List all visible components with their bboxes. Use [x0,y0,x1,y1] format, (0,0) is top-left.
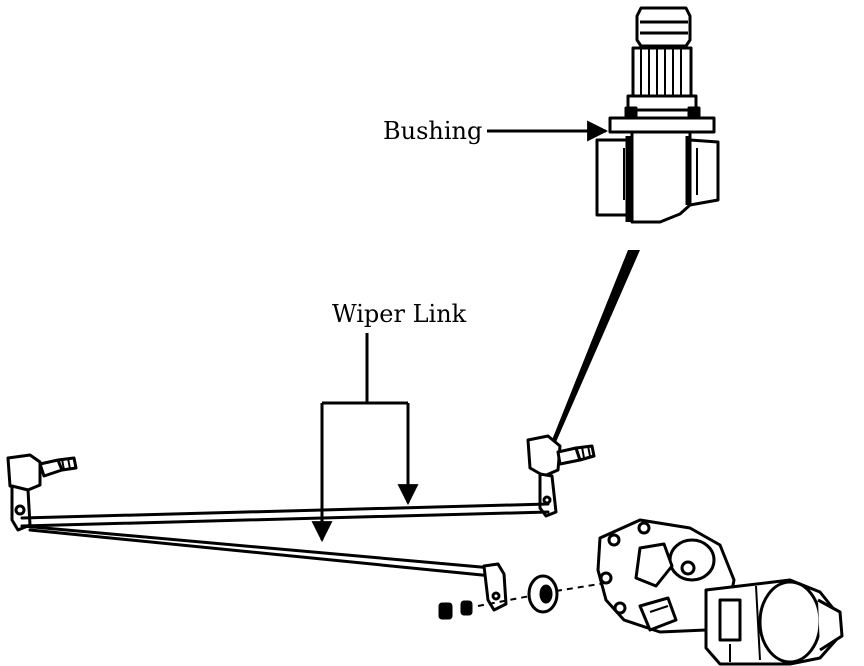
washer [527,574,559,614]
wiper-motor [596,518,844,666]
bushing-detail-view [595,6,720,224]
detail-callout-wedge [552,250,640,442]
drive-crank-end [482,562,508,612]
nut-and-washer-hardware [438,600,473,620]
bushing-label: Bushing [383,117,482,145]
wiper-link-rods [20,502,550,578]
wiper-link-label: Wiper Link [332,300,467,328]
